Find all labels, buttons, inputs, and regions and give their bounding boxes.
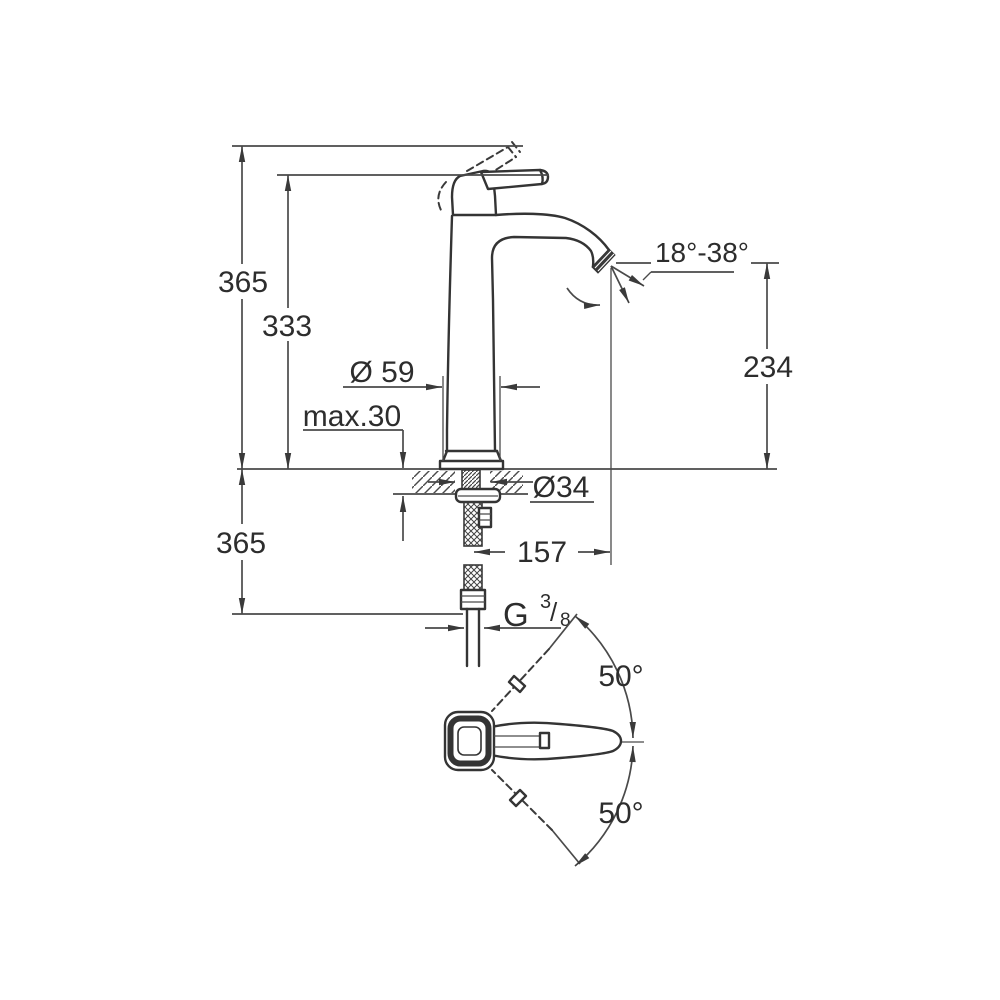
thread-label-numerator: 3 xyxy=(540,591,551,613)
phantom-lever-collar-upper xyxy=(507,674,527,694)
top-view: 50° 50° xyxy=(443,613,644,867)
dim-label-deck-thickness: max.30 xyxy=(303,400,401,433)
phantom-lever-top-edge xyxy=(466,146,509,172)
swing-line-upper-dashed xyxy=(491,648,550,712)
dim-label-lever-height: 333 xyxy=(262,310,312,343)
thread-label-denominator: 8 xyxy=(560,610,571,631)
side-fitting xyxy=(477,506,493,529)
lever-tip-line xyxy=(538,168,544,186)
flex-hose-lower xyxy=(463,564,483,592)
faucet-side-outline xyxy=(437,141,616,471)
flow-angle-line-38 xyxy=(610,265,630,304)
dim-label-spout-height: 234 xyxy=(743,351,793,384)
handle-lever-plan xyxy=(489,721,623,761)
spout-adjust-arrow xyxy=(566,287,601,309)
dim-label-swing-upper: 50° xyxy=(598,660,643,693)
phantom-arc-left xyxy=(437,181,447,213)
side-fitting-lines xyxy=(479,513,491,521)
phantom-lever-collar-lower xyxy=(508,788,528,808)
dimension-lines xyxy=(232,145,779,632)
dim-label-below-deck: 365 xyxy=(216,527,266,560)
dim-label-spout-angle: 18°-38° xyxy=(655,237,749,268)
dim-label-hole-diameter: Ø34 xyxy=(533,471,590,504)
faucet-lever xyxy=(479,168,550,191)
handle-top-view xyxy=(443,710,623,772)
dim-label-base-diameter: Ø 59 xyxy=(349,356,414,389)
swing-line-upper-solid xyxy=(548,613,578,650)
phantom-lever-tip-cap xyxy=(511,141,521,153)
dim-label-total-height: 365 xyxy=(218,266,268,299)
body-left-edge xyxy=(441,214,454,463)
aerator-stripes xyxy=(594,250,615,272)
aerator-band xyxy=(591,248,616,274)
aerator-tip xyxy=(591,248,616,274)
swing-line-lower-solid xyxy=(551,829,581,865)
shank-and-hoses xyxy=(454,469,502,668)
base-flange xyxy=(438,459,505,471)
thread-label-g38: G 3 / 8 xyxy=(503,591,571,633)
body-right-and-spout-underside xyxy=(490,235,595,453)
thread-label-slash: / xyxy=(550,597,558,627)
side-view-labels: 365 333 365 Ø 59 max.30 Ø34 157 234 18°-… xyxy=(216,237,793,633)
flow-angle-line-18 xyxy=(610,265,645,287)
connection-tube xyxy=(465,607,481,668)
handle-head-inner xyxy=(457,726,482,756)
side-view: 365 333 365 Ø 59 max.30 Ø34 157 234 18°-… xyxy=(216,141,793,668)
hose-nut xyxy=(459,588,487,611)
leader-angle-diag xyxy=(642,271,652,281)
thread-label-prefix: G xyxy=(503,596,529,633)
hose-nut-lines xyxy=(461,595,485,603)
swing-arc-lower xyxy=(574,745,636,867)
spout-top-edge xyxy=(494,212,611,252)
handle-slot-end xyxy=(538,731,551,750)
dim-label-spout-reach: 157 xyxy=(517,536,567,569)
swing-arc-upper xyxy=(574,615,636,739)
dim-label-swing-lower: 50° xyxy=(598,797,643,830)
handle-slot-lines xyxy=(494,735,540,748)
phantom-lever-tip xyxy=(507,146,517,158)
